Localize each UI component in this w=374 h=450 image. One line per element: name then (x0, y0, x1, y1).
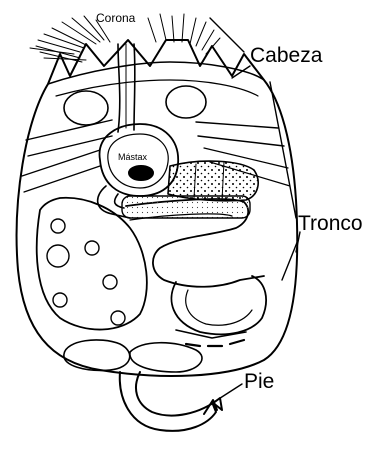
head-gland-left (64, 91, 108, 125)
label-corona: Corona (96, 11, 136, 25)
leader-pie (214, 384, 242, 402)
label-tronco: Tronco (298, 212, 363, 235)
nucleus (53, 293, 67, 307)
head-gland-right (166, 86, 206, 118)
muscle-band-right (196, 122, 284, 146)
mastax-jaws (129, 166, 153, 180)
bladder (64, 340, 130, 370)
nucleus (51, 219, 65, 233)
foot (120, 372, 222, 431)
label-mastax: Mástax (118, 152, 148, 162)
nucleus (111, 311, 125, 325)
leader-cabeza (210, 18, 244, 52)
nucleus (85, 241, 99, 255)
nucleus (103, 275, 117, 289)
gastric-gland (168, 161, 258, 201)
label-pie: Pie (244, 370, 274, 393)
nucleus (47, 245, 69, 267)
label-cabeza: Cabeza (250, 44, 323, 67)
leader-tronco-1 (270, 82, 296, 218)
